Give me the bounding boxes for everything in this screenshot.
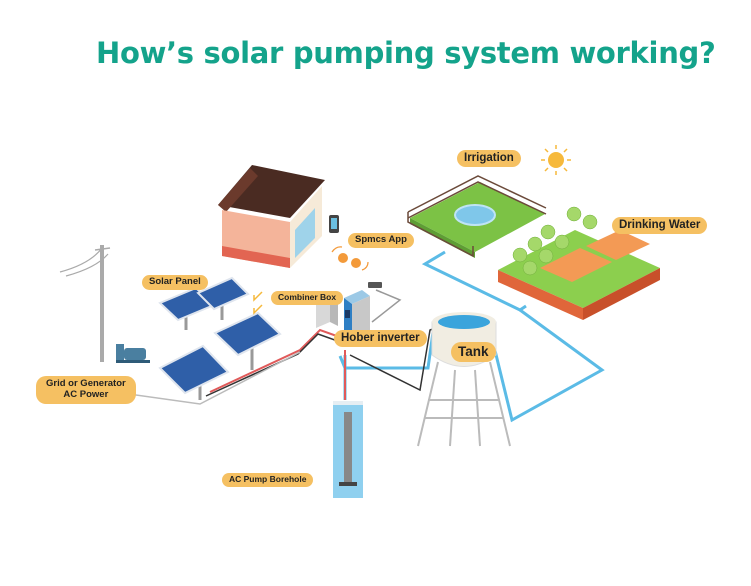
generator — [116, 344, 150, 363]
solar-panel — [196, 276, 250, 320]
diagram-title: How’s solar pumping system working? — [96, 36, 716, 70]
phone-icon — [329, 215, 339, 233]
borehole — [333, 401, 363, 498]
combiner-box — [316, 298, 338, 328]
water-tank — [417, 312, 511, 447]
label-solar-panel: Solar Panel — [142, 275, 208, 290]
wifi-dongle — [368, 282, 382, 288]
solar-panels — [158, 276, 282, 400]
label-grid-line1: Grid or Generator — [46, 378, 126, 389]
sun-icon — [541, 145, 571, 175]
label-spmcs-app: Spmcs App — [348, 233, 414, 248]
irrigation-pasture — [407, 175, 547, 258]
farm-field — [498, 206, 660, 320]
label-irrigation: Irrigation — [457, 150, 521, 168]
label-grid-generator: Grid or Generator AC Power — [36, 376, 136, 404]
solar-panel — [213, 311, 282, 370]
house — [218, 165, 325, 268]
label-drinking-water: Drinking Water — [612, 217, 708, 235]
label-grid-line2: AC Power — [63, 388, 109, 400]
sunlight-arrow-icon — [253, 291, 263, 315]
wifi-signal-icon — [331, 246, 369, 271]
label-hober-inverter: Hober inverter — [334, 330, 427, 348]
label-combiner-box: Combiner Box — [271, 291, 344, 305]
label-tank: Tank — [451, 342, 496, 362]
label-ac-pump-borehole: AC Pump Borehole — [222, 473, 314, 487]
utility-pole — [59, 245, 111, 362]
solar-panel — [158, 344, 230, 400]
